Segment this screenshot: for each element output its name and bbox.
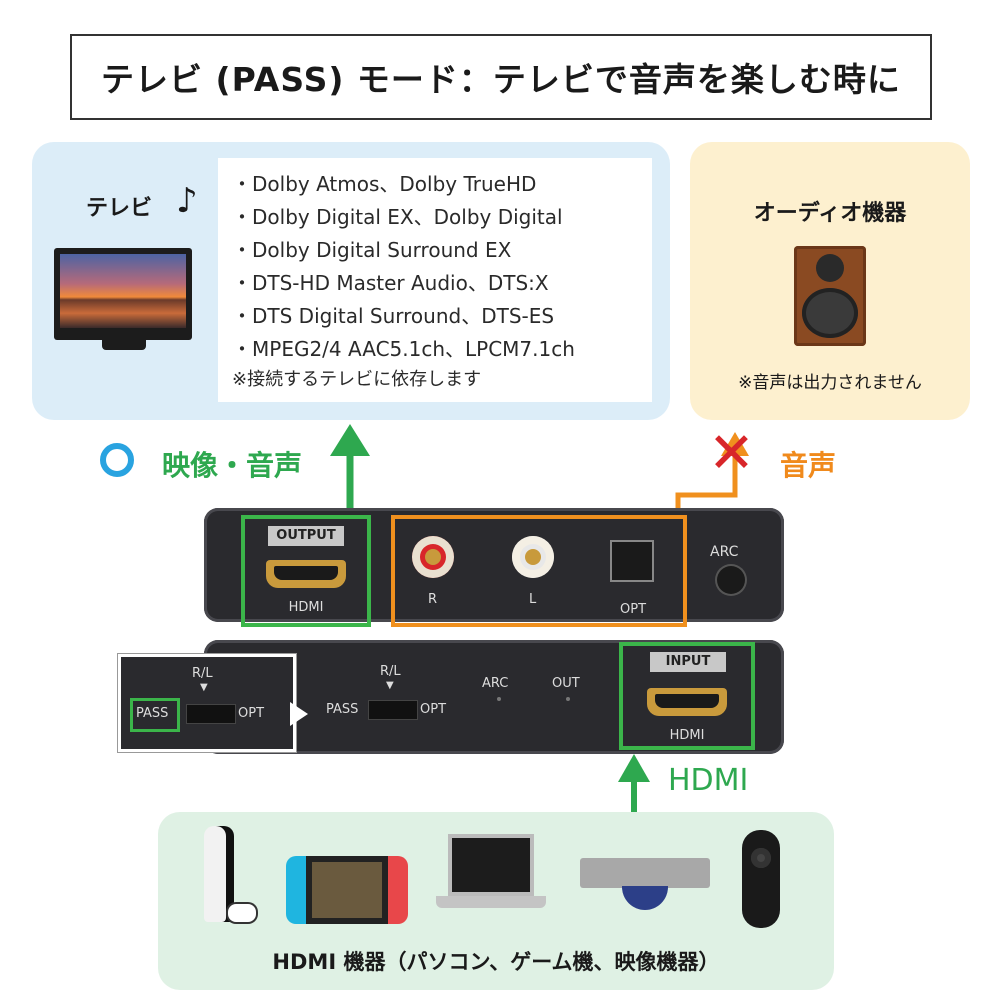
rl-label: R/L <box>380 664 401 679</box>
audio-arrow-label: 音声 <box>780 449 837 482</box>
green-arrow-head <box>330 424 370 456</box>
page-title: テレビ (PASS) モード：テレビで音声を楽しむ時に <box>101 60 901 99</box>
title-box: テレビ (PASS) モード：テレビで音声を楽しむ時に <box>70 34 932 120</box>
hdmi-arrow-head <box>618 754 650 782</box>
remote-icon <box>742 830 780 928</box>
format-item: ・DTS-HD Master Audio、DTS:X <box>232 271 549 295</box>
arc-button[interactable] <box>717 566 745 594</box>
zoom-pass-label: PASS <box>136 706 169 721</box>
arc-led <box>497 697 501 701</box>
cross-icon: ✕ <box>708 421 755 486</box>
music-note-icon: ♪ <box>176 181 198 221</box>
speaker-woofer <box>802 288 858 338</box>
output-hdmi-label: HDMI <box>288 600 324 615</box>
audio-out-highlight <box>391 515 687 627</box>
zoom-rl-marker-icon: ▼ <box>200 682 208 693</box>
output-tag: OUTPUT <box>268 526 344 546</box>
video-audio-label: 映像・音声 <box>162 449 303 482</box>
rl-marker-icon: ▼ <box>386 680 394 691</box>
optical-label: OPT <box>620 602 647 617</box>
remote-dpad <box>751 848 771 868</box>
audio-label: オーディオ機器 <box>753 201 907 226</box>
pass-label: PASS <box>326 702 359 717</box>
hdmi-arrow-label: HDMI <box>668 763 749 798</box>
format-item: ・Dolby Atmos、Dolby TrueHD <box>232 172 537 196</box>
speaker-tweeter <box>816 254 844 282</box>
orange-arrow-head <box>721 432 749 456</box>
tv-stand <box>102 340 146 350</box>
format-item: ・DTS Digital Surround、DTS-ES <box>232 304 555 328</box>
circle-ok-icon <box>100 443 134 477</box>
arc-led-label: ARC <box>482 676 509 691</box>
handheld-display <box>312 862 382 918</box>
format-item: ・Dolby Digital EX、Dolby Digital <box>232 205 563 229</box>
handheld-left-icon <box>286 856 306 924</box>
formats-box <box>218 158 652 402</box>
zoom-opt-label: OPT <box>238 706 265 721</box>
rca-left-label: L <box>529 592 537 607</box>
handheld-right-icon <box>388 856 408 924</box>
laptop-icon <box>448 834 534 896</box>
tv-label: テレビ <box>86 196 153 221</box>
arc-label: ARC <box>710 544 739 560</box>
zoom-rl-label: R/L <box>192 666 213 681</box>
orange-arrow-line <box>675 452 738 515</box>
zoom-switch <box>186 704 236 724</box>
rca-right-core <box>425 549 441 565</box>
input-highlight <box>619 642 755 750</box>
format-item: ・Dolby Digital Surround EX <box>232 238 512 262</box>
output-highlight <box>241 515 371 627</box>
out-led <box>566 697 570 701</box>
dvd-player-icon <box>580 858 710 888</box>
mode-switch[interactable] <box>368 700 418 720</box>
formats-note: ※接続するテレビに依存します <box>232 369 482 390</box>
controller-icon <box>228 904 256 922</box>
rca-left-core <box>525 549 541 565</box>
rca-right-label: R <box>428 592 438 607</box>
zoom-pointer <box>290 702 308 726</box>
zoom-inset <box>118 654 296 752</box>
audio-note: ※音声は出力されません <box>738 373 922 393</box>
laptop-base <box>436 896 546 908</box>
out-led-label: OUT <box>552 676 580 691</box>
sources-label: HDMI 機器（パソコン、ゲーム機、映像機器） <box>272 950 720 974</box>
hdmi-input-port-inner <box>655 694 719 708</box>
tv-screen-image <box>60 254 186 328</box>
optical-port <box>610 540 654 582</box>
input-hdmi-label: HDMI <box>669 728 705 743</box>
format-item: ・MPEG2/4 AAC5.1ch、LPCM7.1ch <box>232 337 575 361</box>
hdmi-output-port-inner <box>274 566 338 580</box>
zoom-pass-highlight <box>130 698 180 732</box>
opt-label: OPT <box>420 702 447 717</box>
input-tag: INPUT <box>650 652 726 672</box>
